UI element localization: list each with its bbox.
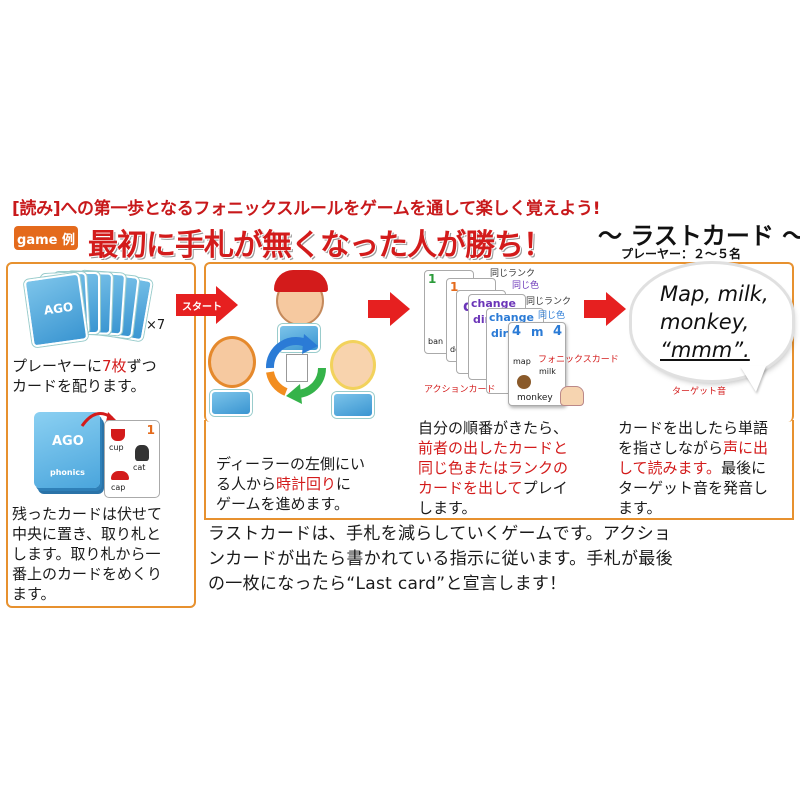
card-deck: AGO phonics (34, 412, 100, 488)
hand-cards-icon (332, 392, 374, 418)
multiplier-label: ×7 (146, 318, 166, 333)
center-card-icon (286, 354, 308, 382)
deal-instruction: プレーヤーに7枚ずつ カードを配ります。 (12, 357, 157, 395)
player-count: プレーヤー：２～５名 (621, 247, 742, 261)
speech-bubble (632, 264, 792, 380)
blonde-girl-face-icon (330, 340, 376, 390)
start-arrow: スタート (176, 286, 238, 324)
flow-arrow (368, 292, 412, 326)
girl-face-icon (208, 336, 256, 388)
call-out-instruction: カードを出したら単語 を指さしながら声に出 して読みます。最後に ターゲット音を… (618, 419, 769, 517)
same-color-label: 同じ色 (538, 311, 566, 321)
card-number: 1 (146, 423, 155, 437)
deck-logo: AGO (52, 434, 84, 449)
card-word: cat (133, 463, 146, 472)
same-color-label: 同じ色 (512, 281, 540, 291)
flow-panel-bottom (204, 518, 794, 520)
monkey-icon (517, 375, 531, 389)
deck-label: phonics (50, 468, 85, 477)
left-panel (6, 262, 196, 608)
flip-arrow-icon (80, 412, 116, 427)
dealer-instruction: ディーラーの左側にい る人から時計回りに ゲームを進めます。 (216, 455, 365, 513)
flow-arrow (584, 292, 628, 326)
game-title: ～ ラストカード ～ (598, 222, 800, 250)
action-card-label: アクションカード (424, 385, 496, 395)
card-front-logo: AGO (23, 272, 89, 348)
players-illustration (204, 270, 380, 456)
same-rank-label: 同じランク (490, 269, 536, 279)
draw-pile-instruction: 残ったカードは伏せて 中央に置き、取り札と します。取り札から一 番上のカードを… (12, 505, 163, 603)
card-hand: AGO (23, 270, 158, 350)
flow-panel-lower (204, 420, 794, 520)
same-rank-label: 同じランク (526, 297, 572, 307)
cup-icon (111, 429, 125, 441)
hand-cards-icon (210, 390, 252, 416)
card-word: cap (111, 483, 126, 492)
speech-tail (740, 366, 766, 392)
headline: 最初に手札が無くなった人が勝ち！ (88, 228, 553, 263)
played-cards-fan: 1 ban 1 do d change dire change dire 4 m… (412, 264, 619, 414)
pointing-hand-icon (560, 386, 584, 406)
phonics-card-m: 4 m 4 map milk monkey (508, 322, 566, 406)
rules-summary: ラストカードは、手札を減らしていくゲームです。アクショ ンカードが出たら書かれて… (208, 524, 673, 594)
phonics-card-label: フォニックスカード (538, 355, 619, 365)
target-sound-label: ターゲット音 (672, 387, 727, 397)
cap-icon (274, 270, 328, 292)
start-label: スタート (182, 302, 222, 313)
speech-text: Map, milk, monkey, “mmm”. (660, 282, 769, 362)
card-word: cup (109, 443, 124, 452)
game-example-badge: game 例 (14, 226, 78, 250)
flow-panel (204, 262, 794, 422)
turn-instruction: 自分の順番がきたら、 前者の出したカードと 同じ色またはランクの カードを出して… (418, 419, 569, 517)
clockwise-arrows-icon (266, 334, 326, 404)
face-up-card: 1 cup cat cap (104, 420, 160, 498)
card-logo: AGO (43, 299, 75, 318)
cap-icon (111, 471, 129, 480)
cat-icon (135, 445, 149, 461)
subtitle: [読み]への第一歩となるフォニックスルールをゲームを通して楽しく覚えよう! (12, 199, 601, 219)
